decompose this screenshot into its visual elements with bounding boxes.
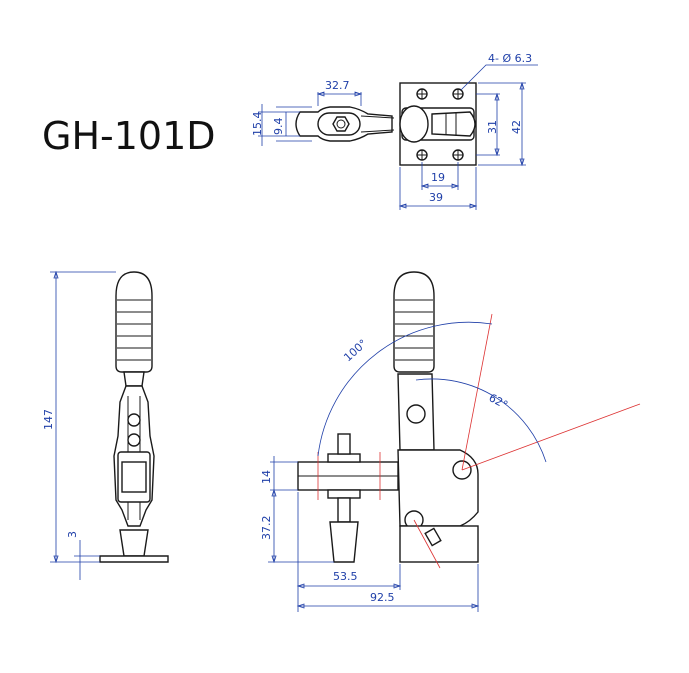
hole-note: 4- Ø 6.3 (488, 52, 532, 65)
front-base (99, 555, 169, 563)
dim-overall-height: 147 (42, 409, 55, 430)
top-link (360, 115, 395, 133)
dim-base-inner-height: 31 (486, 120, 499, 134)
front-view: 147 3 (42, 270, 169, 580)
dim-bar-thickness: 14 (260, 470, 273, 484)
top-view: 32.7 15.4 9.4 31 42 19 39 4- Ø 6.3 (251, 52, 538, 210)
centerline-open (461, 313, 493, 471)
dim-arm-length: 32.7 (325, 79, 350, 92)
angle-arc-open (317, 321, 493, 457)
side-view: 100° 62° 14 37.2 53.5 92.5 (260, 271, 641, 612)
centerline-release (461, 403, 641, 471)
dim-base-outer-height: 42 (510, 120, 523, 134)
dim-overall-length: 92.5 (370, 591, 395, 604)
dim-open-angle: 100° (341, 337, 369, 364)
top-handle-knob (399, 105, 429, 143)
dim-height-outer: 15.4 (251, 112, 264, 137)
front-handle-grip (115, 271, 153, 373)
side-spindle-cap (329, 521, 359, 563)
top-spindle (336, 119, 346, 129)
side-handle-grip (393, 271, 435, 373)
dim-spindle-height: 37.2 (260, 516, 273, 541)
model-title: GH-101D (42, 114, 216, 158)
side-upper-nut (327, 453, 361, 463)
dim-base-thickness: 3 (66, 531, 79, 538)
side-base-plate (399, 525, 479, 563)
dim-reach: 53.5 (333, 570, 358, 583)
dim-hole-spacing: 19 (431, 171, 445, 184)
dim-base-width: 39 (429, 191, 443, 204)
top-lever (431, 111, 476, 137)
top-nut (332, 116, 350, 132)
side-lower-nut (327, 489, 361, 499)
front-spindle-cap (119, 529, 149, 557)
dim-release-angle: 62° (487, 391, 510, 412)
angle-arc-release (415, 378, 547, 463)
dim-height-inner: 9.4 (272, 118, 285, 136)
